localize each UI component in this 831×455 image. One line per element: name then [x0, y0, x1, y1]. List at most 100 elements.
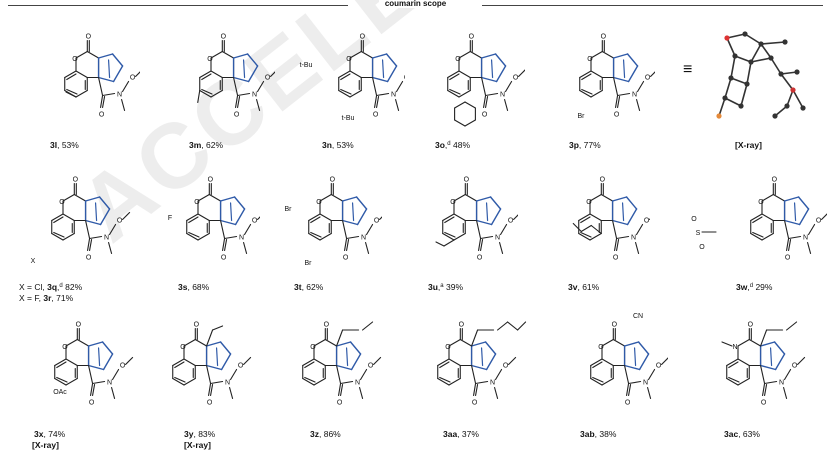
bond	[821, 213, 827, 221]
bond	[111, 386, 116, 400]
atom-label: O	[445, 344, 451, 351]
bond	[371, 76, 389, 83]
bond	[773, 341, 786, 355]
bond	[780, 71, 798, 75]
bond	[489, 196, 502, 210]
atom-label: O	[316, 199, 322, 206]
bond	[235, 94, 239, 109]
bond	[724, 97, 742, 107]
label-3n: 3n, 53%	[322, 140, 354, 150]
bond	[232, 76, 250, 83]
bond	[247, 65, 259, 83]
atom-label: O	[761, 400, 767, 407]
atom-label: N	[104, 235, 109, 242]
bond	[612, 76, 630, 83]
bond	[748, 338, 762, 347]
title-rule-left	[8, 5, 348, 6]
bond	[338, 70, 351, 79]
atom-label: t-Bu	[300, 62, 313, 69]
atom-label: O	[346, 56, 352, 63]
bond	[201, 88, 213, 95]
bond	[737, 358, 750, 367]
atom-label: t-Bu	[342, 115, 355, 122]
bond	[188, 231, 200, 238]
xray-atom	[784, 103, 790, 109]
atom-label: O	[472, 400, 478, 407]
bond	[453, 213, 466, 222]
label-3o: 3o,d 48%	[435, 140, 471, 150]
bond	[611, 196, 628, 202]
bond	[636, 223, 644, 236]
bond	[174, 361, 185, 369]
bond	[270, 71, 275, 78]
bond	[480, 347, 484, 367]
atom-label: O	[613, 255, 619, 262]
bond	[194, 338, 208, 347]
bond	[88, 364, 94, 385]
bond	[518, 69, 525, 78]
atom-label: N	[355, 380, 360, 387]
atom-label: N	[490, 380, 495, 387]
bond	[97, 76, 115, 83]
atom-label: N	[779, 380, 784, 387]
bond	[726, 33, 746, 39]
bond	[449, 88, 461, 95]
bond	[590, 377, 603, 386]
bond	[504, 98, 509, 112]
bond	[444, 216, 455, 224]
atom-label: O	[614, 112, 620, 119]
bond	[356, 208, 368, 226]
structure-3n: OOONOt-But-Bu	[300, 34, 405, 123]
bond	[612, 53, 629, 59]
atom-label: O	[772, 177, 778, 184]
bond	[761, 213, 774, 222]
bond	[92, 383, 96, 397]
atom-label: O	[117, 218, 123, 225]
bond	[589, 193, 602, 202]
title-rule-right	[482, 5, 823, 6]
scheme-title: coumarin scope	[0, 0, 831, 8]
bond	[112, 65, 124, 83]
xray-atom	[758, 41, 764, 47]
bond	[257, 216, 260, 221]
bond	[112, 368, 120, 381]
bond	[453, 193, 466, 202]
bond	[107, 59, 111, 79]
bond	[770, 57, 782, 75]
bond	[578, 232, 591, 241]
bond	[786, 321, 798, 331]
bond	[627, 65, 639, 83]
atom-label: O	[503, 363, 509, 370]
xray-atom	[744, 81, 750, 87]
bond	[349, 50, 362, 59]
bond	[346, 235, 360, 240]
bond	[601, 338, 614, 347]
bond	[718, 97, 726, 117]
atom-label: O	[89, 400, 95, 407]
bond	[97, 53, 114, 59]
bond	[490, 59, 494, 79]
xray-atom	[716, 113, 722, 119]
bond	[760, 43, 772, 59]
bond	[453, 232, 466, 241]
bond	[505, 80, 513, 93]
bond	[626, 53, 639, 67]
bond	[480, 238, 484, 252]
bond	[628, 380, 642, 385]
bond	[197, 213, 210, 222]
bond	[54, 377, 67, 386]
bond	[360, 368, 368, 381]
atom-label: O	[513, 75, 519, 82]
atom-label: O	[343, 255, 349, 262]
bond	[464, 193, 478, 202]
bond	[206, 329, 214, 347]
atom-label: O	[508, 218, 514, 225]
atom-label: O	[644, 218, 650, 225]
atom-label: O	[194, 322, 200, 329]
bond	[475, 219, 493, 226]
